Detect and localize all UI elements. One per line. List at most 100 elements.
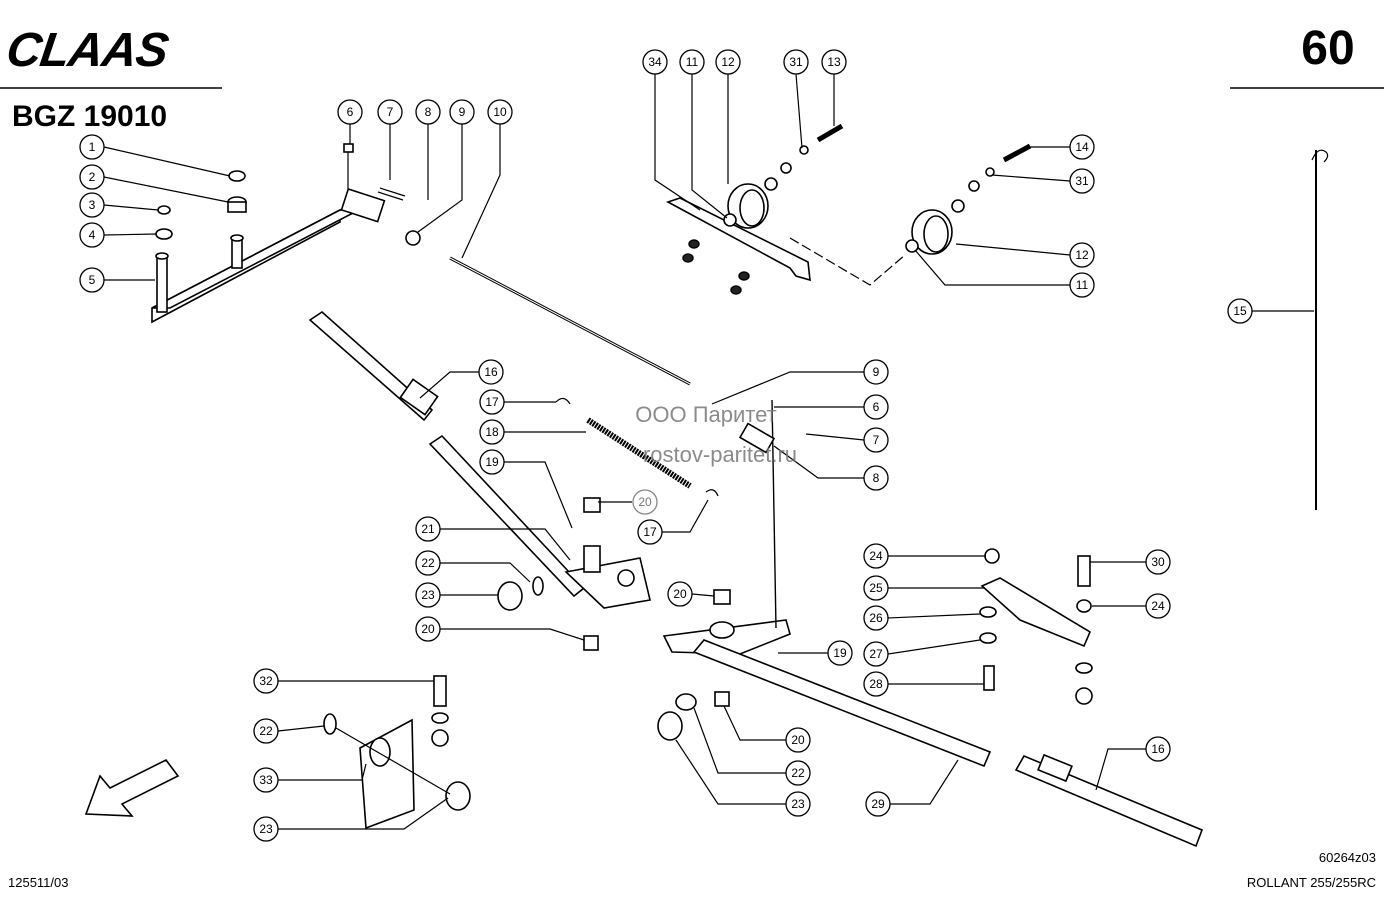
callout-9-top-label: 9 bbox=[459, 105, 466, 119]
callout-16-upper-label: 16 bbox=[484, 365, 498, 379]
callout-20-mid-label: 20 bbox=[673, 587, 687, 601]
leader-lines bbox=[103, 73, 1314, 830]
watermark-company: ООО Паритет bbox=[635, 402, 776, 427]
footer-model: ROLLANT 255/255RC bbox=[1247, 875, 1376, 890]
callout-12-top[interactable]: 12 bbox=[715, 49, 741, 75]
callout-29-label: 29 bbox=[871, 797, 885, 811]
callout-6-right[interactable]: 6 bbox=[863, 394, 889, 420]
callout-20-bottom[interactable]: 20 bbox=[785, 727, 811, 753]
callout-7-top[interactable]: 7 bbox=[377, 99, 403, 125]
callout-29[interactable]: 29 bbox=[865, 791, 891, 817]
callout-7-top-label: 7 bbox=[387, 105, 394, 119]
callout-34[interactable]: 34 bbox=[642, 49, 668, 75]
callout-18[interactable]: 18 bbox=[479, 419, 505, 445]
callout-6-right-label: 6 bbox=[873, 400, 880, 414]
callout-14[interactable]: 14 bbox=[1069, 134, 1095, 160]
callout-18-label: 18 bbox=[485, 425, 499, 439]
callout-31-top-label: 31 bbox=[789, 55, 803, 69]
callout-31-top[interactable]: 31 bbox=[783, 49, 809, 75]
callout-24-right-label: 24 bbox=[1151, 599, 1165, 613]
callout-2-label: 2 bbox=[89, 170, 96, 184]
callout-22-left[interactable]: 22 bbox=[415, 550, 441, 576]
callout-30-label: 30 bbox=[1151, 555, 1165, 569]
callout-19-right-label: 19 bbox=[833, 646, 847, 660]
callout-24-left[interactable]: 24 bbox=[863, 543, 889, 569]
callout-31-right[interactable]: 31 bbox=[1069, 168, 1095, 194]
callout-28[interactable]: 28 bbox=[863, 671, 889, 697]
callout-26[interactable]: 26 bbox=[863, 605, 889, 631]
callout-25-label: 25 bbox=[869, 581, 883, 595]
callout-23-bottom[interactable]: 23 bbox=[785, 791, 811, 817]
callout-12-right-label: 12 bbox=[1075, 248, 1089, 262]
callout-22-bottom[interactable]: 22 bbox=[785, 760, 811, 786]
callout-8-right[interactable]: 8 bbox=[863, 465, 889, 491]
callout-16-upper[interactable]: 16 bbox=[478, 359, 504, 385]
callout-23-left[interactable]: 23 bbox=[415, 582, 441, 608]
callout-21[interactable]: 21 bbox=[415, 516, 441, 542]
callout-24-left-label: 24 bbox=[869, 549, 883, 563]
callout-8-top[interactable]: 8 bbox=[415, 99, 441, 125]
callout-21-label: 21 bbox=[421, 522, 435, 536]
callout-17-mid[interactable]: 17 bbox=[637, 519, 663, 545]
callout-11-right[interactable]: 11 bbox=[1069, 272, 1095, 298]
callout-20-mid[interactable]: 20 bbox=[667, 581, 693, 607]
callout-20-bottom-label: 20 bbox=[791, 733, 805, 747]
callout-20-upper-label: 20 bbox=[638, 495, 652, 509]
callout-20-left[interactable]: 20 bbox=[415, 616, 441, 642]
callout-3[interactable]: 3 bbox=[79, 192, 105, 218]
callout-3-label: 3 bbox=[89, 198, 96, 212]
callout-16-lower-label: 16 bbox=[1151, 742, 1165, 756]
group-code: BGZ 19010 bbox=[12, 100, 167, 133]
callout-33[interactable]: 33 bbox=[253, 767, 279, 793]
callout-10-label: 10 bbox=[493, 105, 507, 119]
callout-9-right[interactable]: 9 bbox=[863, 359, 889, 385]
callout-12-top-label: 12 bbox=[721, 55, 735, 69]
callout-17-mid-label: 17 bbox=[643, 525, 657, 539]
callout-7-right-label: 7 bbox=[873, 433, 880, 447]
callout-11-top[interactable]: 11 bbox=[679, 49, 705, 75]
callout-2[interactable]: 2 bbox=[79, 164, 105, 190]
callout-8-top-label: 8 bbox=[425, 105, 432, 119]
claas-logo: CLAAS bbox=[3, 23, 172, 77]
callout-14-label: 14 bbox=[1075, 140, 1089, 154]
callout-22-bottom-left-label: 22 bbox=[259, 724, 273, 738]
watermark-url: rostov-paritet.ru bbox=[643, 442, 797, 467]
callout-24-right[interactable]: 24 bbox=[1145, 593, 1171, 619]
callout-20-upper[interactable]: 20 bbox=[632, 489, 658, 515]
callout-12-right[interactable]: 12 bbox=[1069, 242, 1095, 268]
callout-10[interactable]: 10 bbox=[487, 99, 513, 125]
callout-22-bottom-left[interactable]: 22 bbox=[253, 718, 279, 744]
callout-19-left[interactable]: 19 bbox=[479, 449, 505, 475]
direction-arrow-icon bbox=[84, 758, 180, 817]
callout-16-lower[interactable]: 16 bbox=[1145, 736, 1171, 762]
callout-23-left-label: 23 bbox=[421, 588, 435, 602]
callout-4[interactable]: 4 bbox=[79, 222, 105, 248]
callout-5-label: 5 bbox=[89, 273, 96, 287]
callout-28-label: 28 bbox=[869, 677, 883, 691]
callout-8-right-label: 8 bbox=[873, 471, 880, 485]
callout-23-bottom-left-label: 23 bbox=[259, 822, 273, 836]
callout-32[interactable]: 32 bbox=[253, 668, 279, 694]
footer-drawing-code: 60264z03 bbox=[1319, 850, 1376, 865]
callout-30[interactable]: 30 bbox=[1145, 549, 1171, 575]
callout-23-bottom-left[interactable]: 23 bbox=[253, 816, 279, 842]
callout-6-top-label: 6 bbox=[347, 105, 354, 119]
callout-20-left-label: 20 bbox=[421, 622, 435, 636]
callouts: 1 2 3 4 5 6 7 8 9 10 34 11 12 31 13 14 3… bbox=[79, 49, 1253, 842]
callout-13[interactable]: 13 bbox=[821, 49, 847, 75]
callout-19-right[interactable]: 19 bbox=[827, 640, 853, 666]
callout-6-top[interactable]: 6 bbox=[337, 99, 363, 125]
callout-17-left[interactable]: 17 bbox=[479, 389, 505, 415]
callout-5[interactable]: 5 bbox=[79, 267, 105, 293]
callout-7-right[interactable]: 7 bbox=[863, 427, 889, 453]
callout-11-top-label: 11 bbox=[686, 55, 699, 69]
callout-25[interactable]: 25 bbox=[863, 575, 889, 601]
callout-22-left-label: 22 bbox=[421, 556, 435, 570]
callout-27[interactable]: 27 bbox=[863, 641, 889, 667]
callout-31-right-label: 31 bbox=[1075, 174, 1089, 188]
callout-26-label: 26 bbox=[869, 611, 883, 625]
callout-9-top[interactable]: 9 bbox=[449, 99, 475, 125]
callout-1[interactable]: 1 bbox=[79, 134, 105, 160]
callout-15[interactable]: 15 bbox=[1227, 298, 1253, 324]
